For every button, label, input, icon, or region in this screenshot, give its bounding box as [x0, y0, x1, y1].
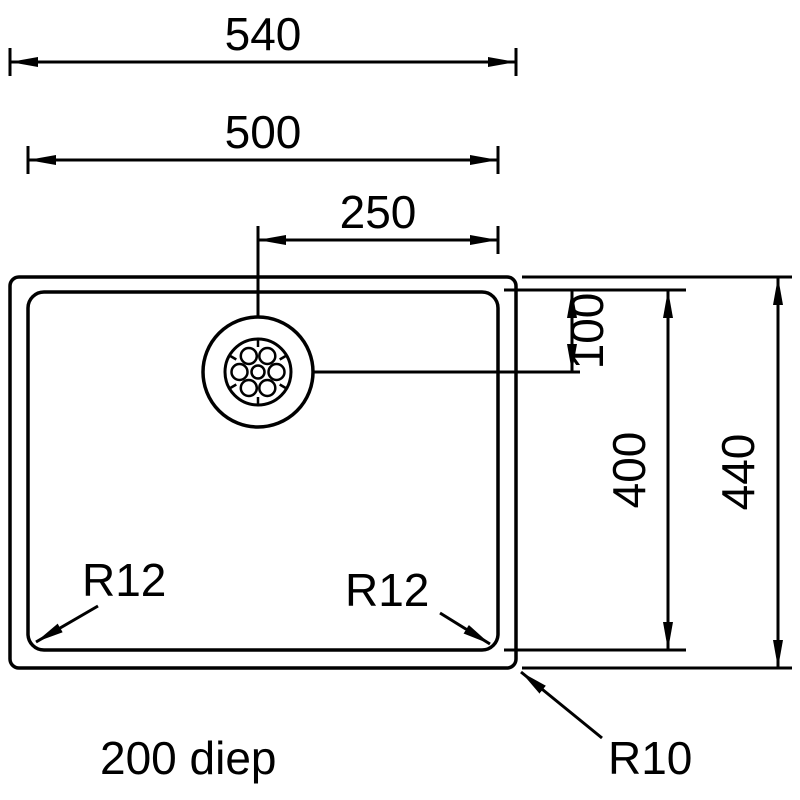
drain-hole — [239, 378, 259, 398]
radius-label-inner-left: R12 — [82, 554, 166, 606]
dimension-label-inner-width: 500 — [225, 106, 302, 158]
radius-note-inner-left: R12 — [35, 554, 166, 644]
sink-bowl-outline — [26, 290, 500, 652]
drain-hole — [258, 346, 277, 366]
sink-outer-outline — [8, 275, 518, 670]
dimension-outer-height: 440 — [522, 275, 792, 670]
drain-outer-circle — [201, 315, 315, 429]
radius-note-outer: R10 — [520, 670, 692, 784]
dimension-inner-height: 400 — [504, 290, 686, 652]
drain-spoke — [229, 383, 237, 390]
drain-spoke — [279, 383, 287, 390]
sink-body — [8, 275, 518, 670]
leader-line — [439, 611, 491, 646]
drain-hole — [230, 362, 249, 382]
drain — [201, 315, 315, 429]
dimension-drain-depth: 100 — [313, 288, 686, 374]
dimension-label-drain-offset: 250 — [340, 186, 417, 238]
leader-line — [520, 670, 603, 740]
dimension-drain-offset: 250 — [256, 186, 500, 318]
drain-hole — [239, 346, 259, 366]
radius-label-inner-right: R12 — [345, 564, 429, 616]
drain-inner-circle — [223, 337, 293, 407]
radius-label-outer: R10 — [608, 732, 692, 784]
dimension-outer-width: 540 — [8, 8, 518, 76]
radius-note-inner-right: R12 — [345, 564, 491, 646]
drain-spoke — [229, 354, 237, 361]
drain-spoke — [279, 354, 287, 361]
drain-hole — [267, 362, 286, 382]
leader-line — [35, 604, 99, 644]
dimension-label-drain-depth: 100 — [561, 293, 613, 370]
dimension-label-outer-width: 540 — [225, 8, 302, 60]
dimension-inner-width: 500 — [26, 106, 500, 174]
drain-center-hole — [250, 364, 266, 380]
dimension-label-outer-height: 440 — [712, 434, 764, 511]
drain-hole — [258, 378, 277, 398]
depth-note: 200 diep — [100, 732, 277, 784]
dimension-label-inner-height: 400 — [603, 432, 655, 509]
